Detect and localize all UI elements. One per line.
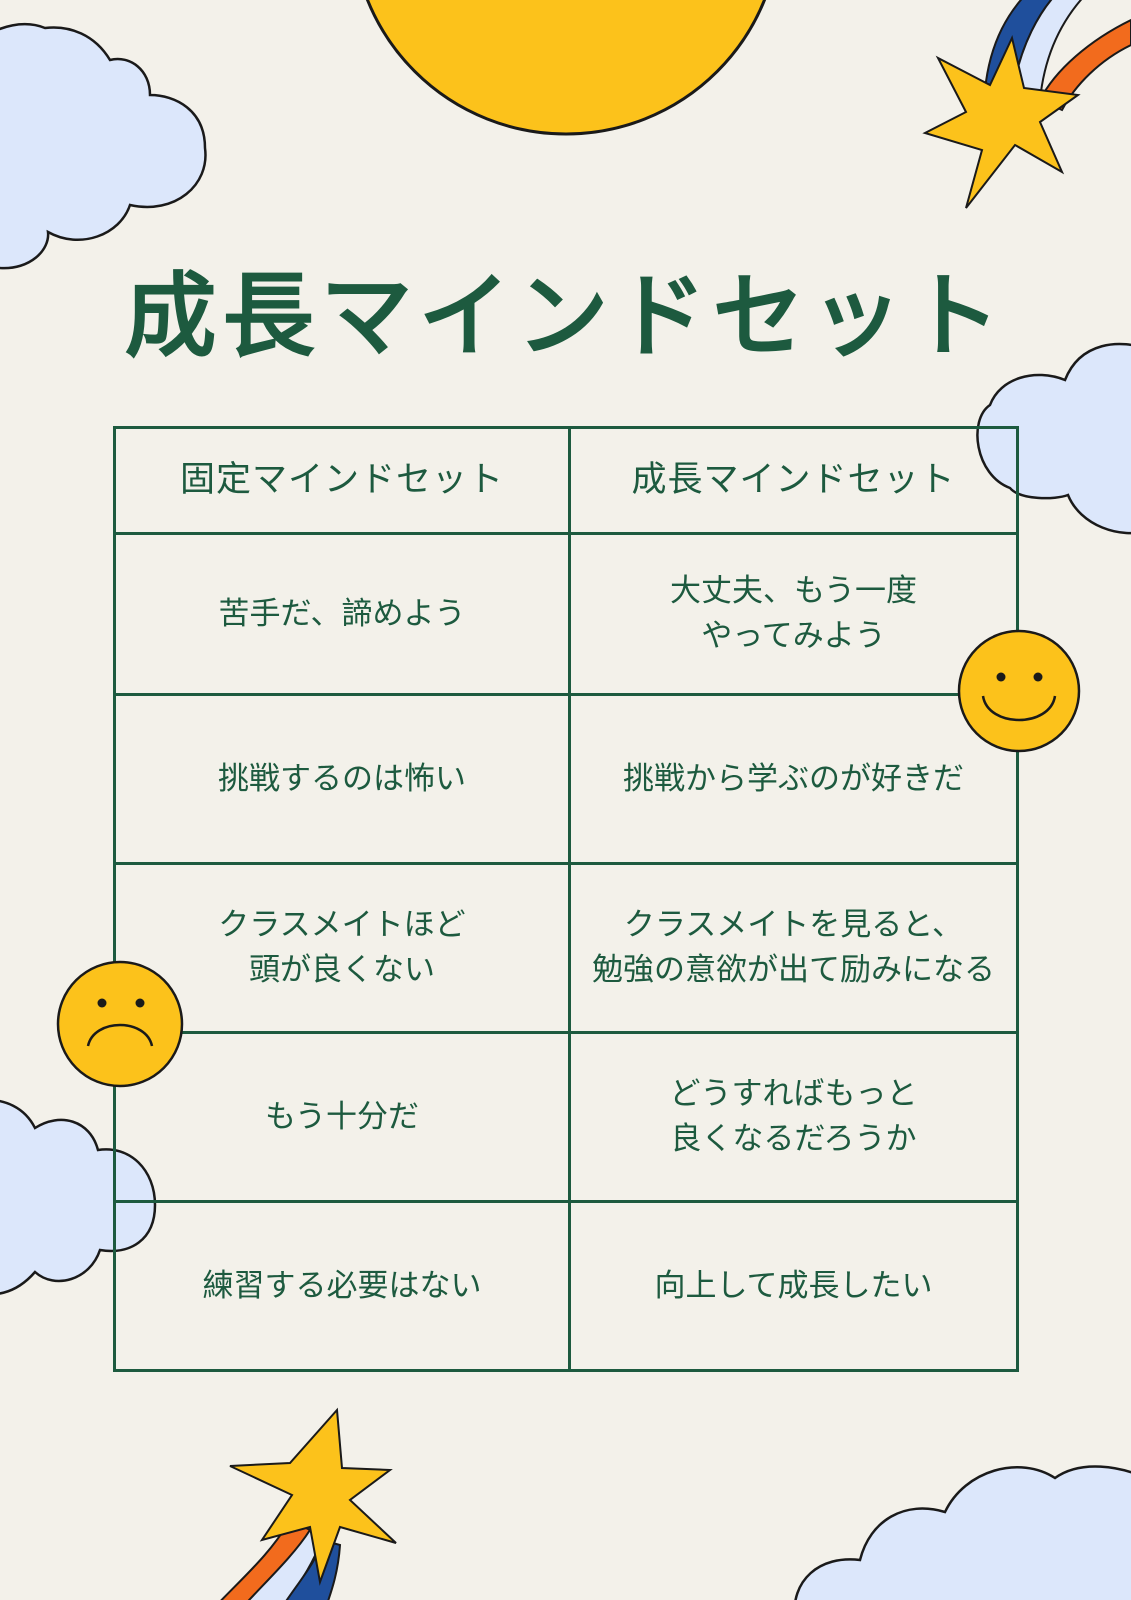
- table-cell-growth: 挑戦から学ぶのが好きだ: [571, 696, 1016, 865]
- cloud-icon: [0, 22, 207, 270]
- cloud-icon: [976, 342, 1131, 535]
- table-cell-growth: 大丈夫、もう一度 やってみよう: [571, 535, 1016, 696]
- table-cell-growth: クラスメイトを見ると、 勉強の意欲が出て励みになる: [571, 865, 1016, 1034]
- table-cell-fixed: クラスメイトほど 頭が良くない: [116, 865, 571, 1034]
- smiley-face-icon: [957, 629, 1081, 753]
- sun-icon: [365, 0, 767, 136]
- table-cell-fixed: 挑戦するのは怖い: [116, 696, 571, 865]
- table-cell-fixed: もう十分だ: [116, 1034, 571, 1203]
- mindset-comparison-table: 固定マインドセット 成長マインドセット 苦手だ、諦めよう 大丈夫、もう一度 やっ…: [113, 426, 1019, 1372]
- table-cell-fixed: 練習する必要はない: [116, 1203, 571, 1369]
- cloud-icon: [0, 1099, 157, 1295]
- cloud-icon: [794, 1465, 1131, 1600]
- table-header-fixed-mindset: 固定マインドセット: [116, 429, 571, 535]
- sad-face-icon: [56, 960, 184, 1088]
- table-cell-growth: 向上して成長したい: [654, 1267, 933, 1304]
- table-header-growth-mindset: 成長マインドセット: [571, 429, 1016, 535]
- shooting-star-icon: [922, 0, 1131, 209]
- table-cell-fixed: 苦手だ、諦めよう: [116, 535, 571, 696]
- table-cell-growth: どうすればもっと 良くなるだろうか: [571, 1034, 1016, 1203]
- page-title: 成長マインドセット: [124, 263, 1007, 370]
- shooting-star-icon: [220, 1407, 397, 1600]
